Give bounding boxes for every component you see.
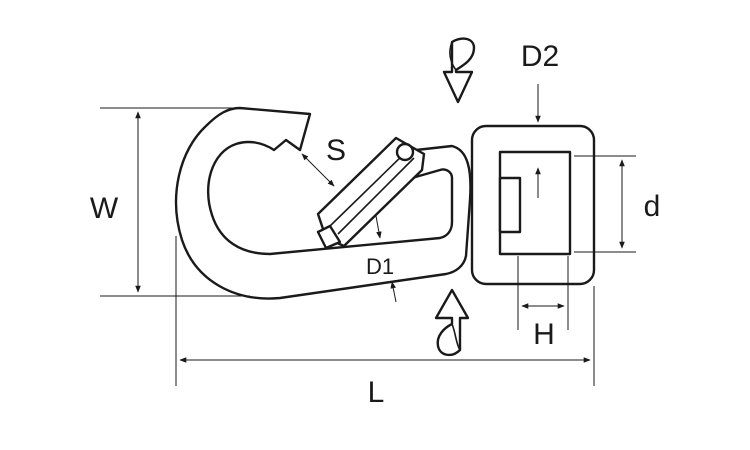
- dimension-d2-label: D2: [521, 40, 559, 73]
- dimension-l-label: L: [368, 376, 385, 409]
- hook-body: [174, 106, 472, 300]
- rotation-arrow-bottom: [434, 288, 470, 357]
- dimension-d1-label: D1: [366, 254, 394, 279]
- swivel-eye: [470, 124, 596, 286]
- dimension-l: L: [175, 236, 595, 409]
- dimension-w-label: W: [90, 192, 119, 225]
- hook-gate: [316, 136, 426, 250]
- dimension-h-label: H: [533, 318, 555, 351]
- dimension-w: W: [90, 107, 250, 297]
- dimension-d: d: [574, 155, 661, 253]
- dimension-s-label: S: [326, 134, 346, 167]
- dimension-h: H: [517, 256, 569, 351]
- dimension-d-label: d: [644, 190, 661, 223]
- rotation-arrow-top: [442, 37, 476, 104]
- dimension-d2: D2: [521, 40, 559, 198]
- dimension-s: S: [301, 134, 346, 187]
- dimension-d1: D1: [366, 215, 397, 303]
